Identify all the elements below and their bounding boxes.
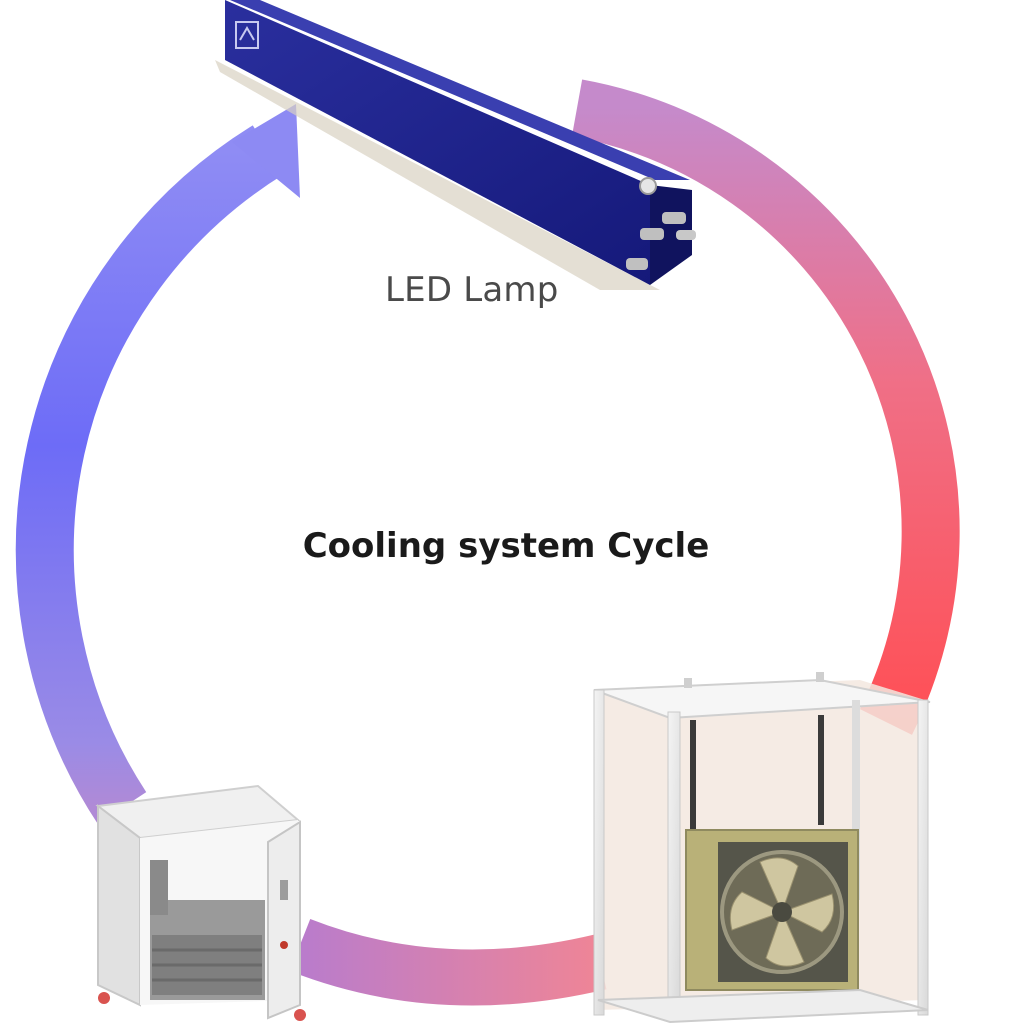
chiller-cart-icon [95, 784, 306, 1021]
cycle-arrow-left [15, 104, 300, 824]
diagram-title: Cooling system Cycle [302, 526, 710, 566]
cycle-arrow-bottom [289, 918, 607, 1006]
cycle-arrow-right [571, 79, 960, 735]
radiator-fan-unit-icon [593, 672, 931, 1024]
led-lamp-label: LED Lamp [385, 270, 559, 310]
led-lamp-module-icon [215, 0, 696, 290]
